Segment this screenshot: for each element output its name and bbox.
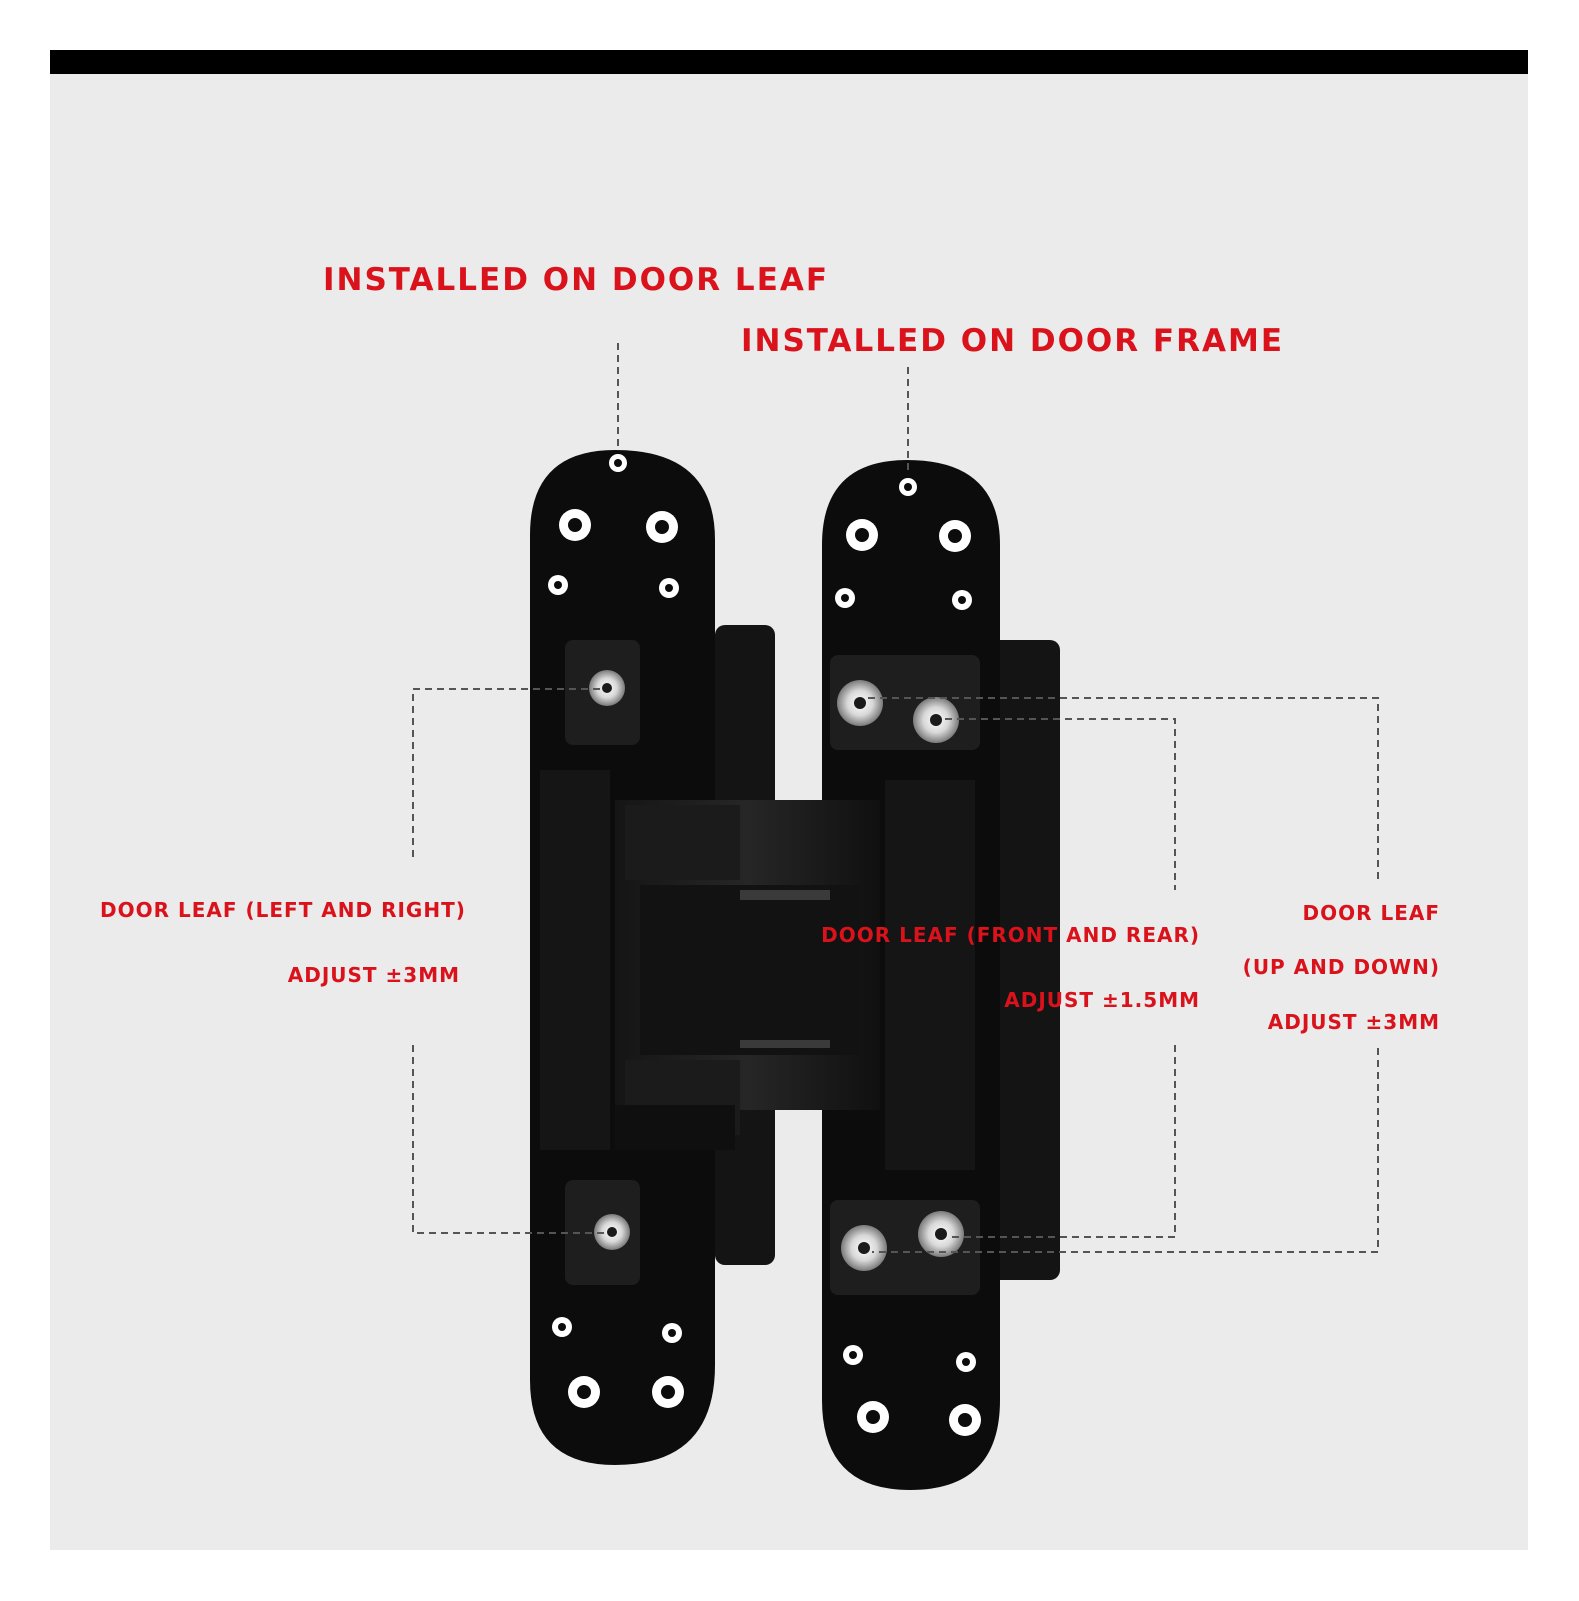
installed-on-door-frame-label: INSTALLED ON DOOR FRAME (741, 323, 1284, 359)
up-down-screw-bottom (841, 1225, 887, 1271)
top-bar (50, 50, 1528, 74)
front-rear-title: DOOR LEAF (FRONT AND REAR) (821, 923, 1200, 947)
leader-lines (412, 343, 1379, 1253)
front-rear-screw-top (913, 697, 959, 743)
front-rear-adjust: ADJUST ±1.5MM (1004, 988, 1200, 1012)
left-right-adjust: ADJUST ±3MM (287, 963, 460, 987)
left-right-title: DOOR LEAF (LEFT AND RIGHT) (100, 898, 466, 922)
left-right-screw-top (589, 670, 625, 706)
left-right-screw-bottom (594, 1214, 630, 1250)
hinge-knuckle (615, 800, 880, 1150)
up-down-adjust: ADJUST ±3MM (1267, 1010, 1440, 1034)
up-down-screw-top (837, 680, 883, 726)
front-rear-screw-bottom (918, 1211, 964, 1257)
installed-on-door-leaf-label: INSTALLED ON DOOR LEAF (323, 262, 830, 298)
up-down-sub: (UP AND DOWN) (1242, 955, 1440, 979)
up-down-title: DOOR LEAF (1302, 901, 1440, 925)
